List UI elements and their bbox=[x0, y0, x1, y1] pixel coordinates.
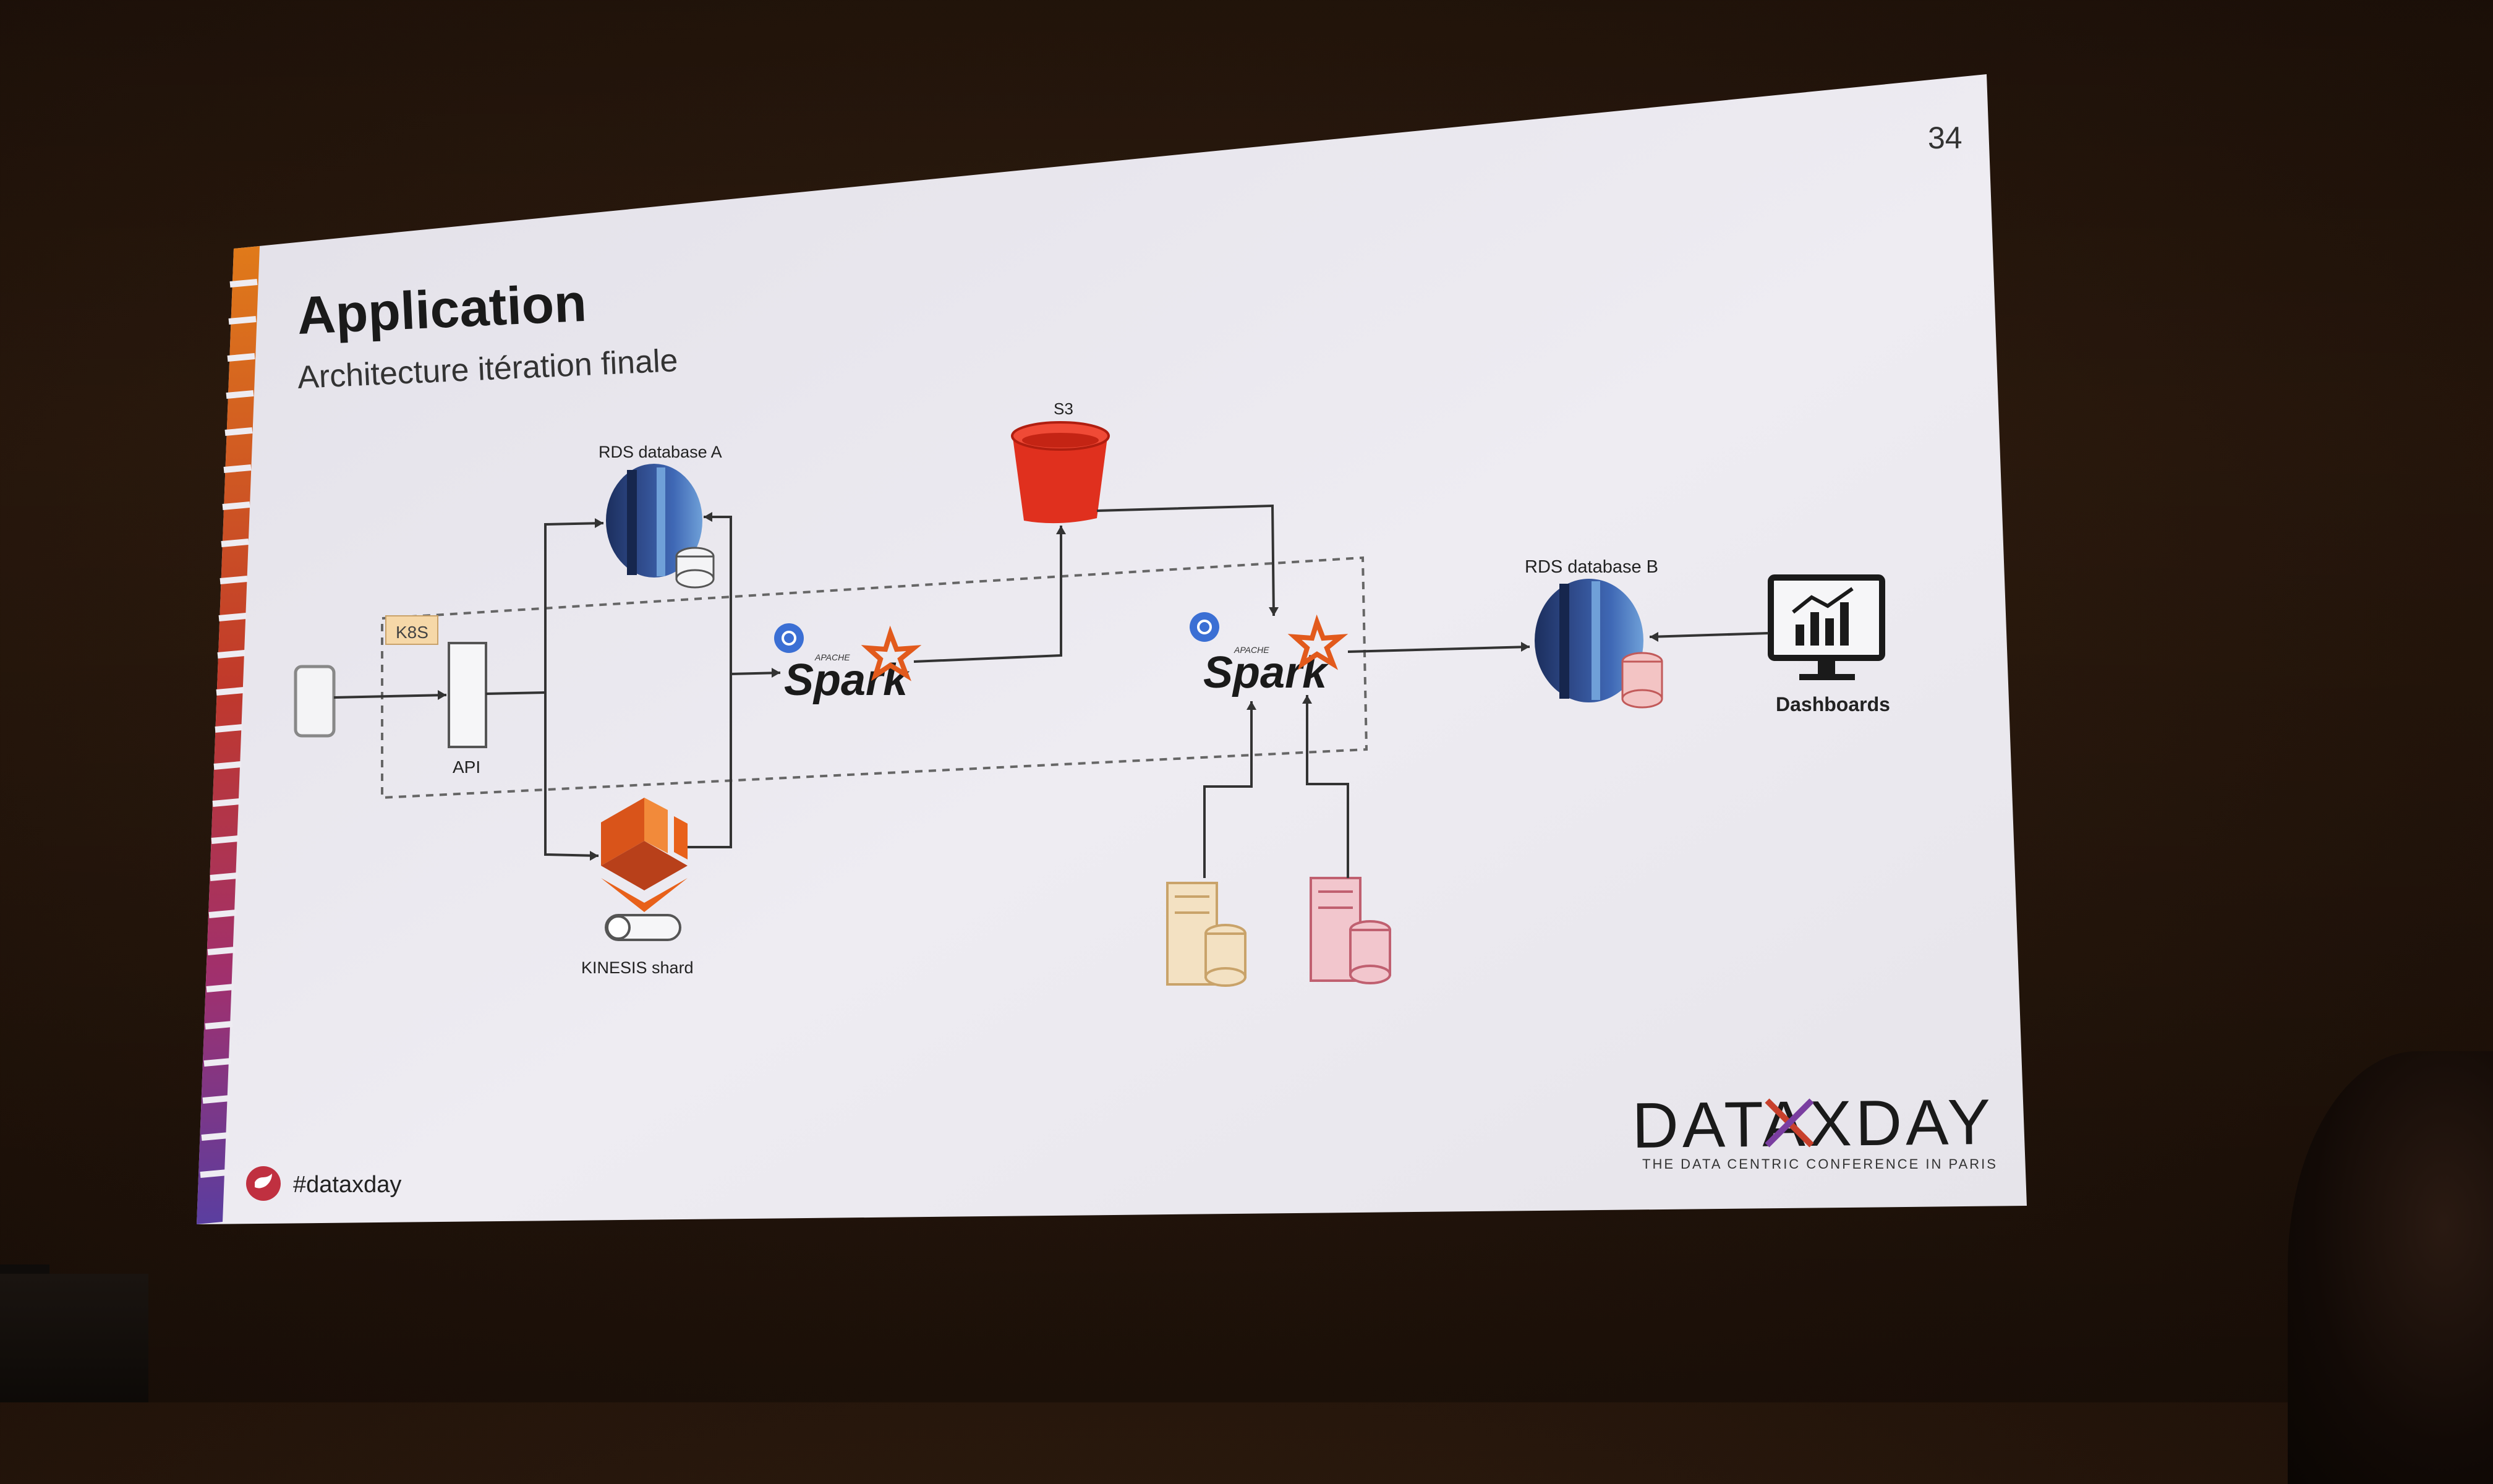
s3-bucket-icon bbox=[1011, 421, 1110, 524]
server-database-icon bbox=[1166, 882, 1246, 987]
logo-x-accent-2 bbox=[1765, 1098, 1814, 1148]
projected-slide: 34 Application Architecture itération fi… bbox=[197, 74, 2027, 1224]
rds-database-a-icon bbox=[606, 464, 715, 589]
dashboard-monitor-icon bbox=[1768, 574, 1885, 680]
k8s-badge bbox=[385, 615, 438, 645]
arrowheads bbox=[438, 512, 1658, 861]
kinesis-icon bbox=[601, 798, 688, 941]
phone-icon bbox=[294, 665, 336, 738]
spark-2-logo: APACHE Spark bbox=[1190, 612, 1349, 697]
kubernetes-icon bbox=[774, 623, 804, 653]
rds-a-label: RDS database A bbox=[599, 443, 722, 461]
podium bbox=[0, 1274, 148, 1402]
api-label: API bbox=[453, 757, 480, 777]
server-database-icon bbox=[1310, 877, 1391, 984]
dataxday-logo: DATAXDAY bbox=[1632, 1086, 1995, 1162]
dataxday-tagline: THE DATA CENTRIC CONFERENCE IN PARIS bbox=[1642, 1156, 1998, 1172]
spark-1-apache: APACHE bbox=[814, 652, 850, 662]
spark-2-word: Spark bbox=[1203, 648, 1329, 697]
spark-star-icon bbox=[1287, 614, 1349, 670]
k8s-label: K8S bbox=[396, 623, 428, 642]
kubernetes-icon bbox=[1190, 612, 1219, 642]
spark-1-word: Spark bbox=[784, 655, 910, 705]
left-accent-stripe bbox=[197, 246, 260, 1224]
stripe-gaps bbox=[200, 279, 258, 1178]
k8s-boundary bbox=[381, 556, 1368, 800]
page-number: 34 bbox=[1928, 121, 1962, 155]
spark-star-icon bbox=[861, 625, 922, 681]
spark-1-logo: APACHE Spark bbox=[774, 623, 922, 705]
kinesis-label: KINESIS shard bbox=[581, 958, 694, 977]
s3-label: S3 bbox=[1054, 399, 1073, 418]
spark-2-apache: APACHE bbox=[1234, 645, 1269, 655]
hashtag-text: #dataxday bbox=[293, 1172, 401, 1198]
api-box bbox=[448, 642, 487, 748]
slide-title: Application bbox=[296, 273, 588, 346]
rds-b-label: RDS database B bbox=[1525, 557, 1658, 577]
rds-database-b-icon bbox=[1535, 579, 1663, 709]
connectors bbox=[333, 504, 1769, 878]
dashboards-label: Dashboards bbox=[1776, 693, 1890, 715]
